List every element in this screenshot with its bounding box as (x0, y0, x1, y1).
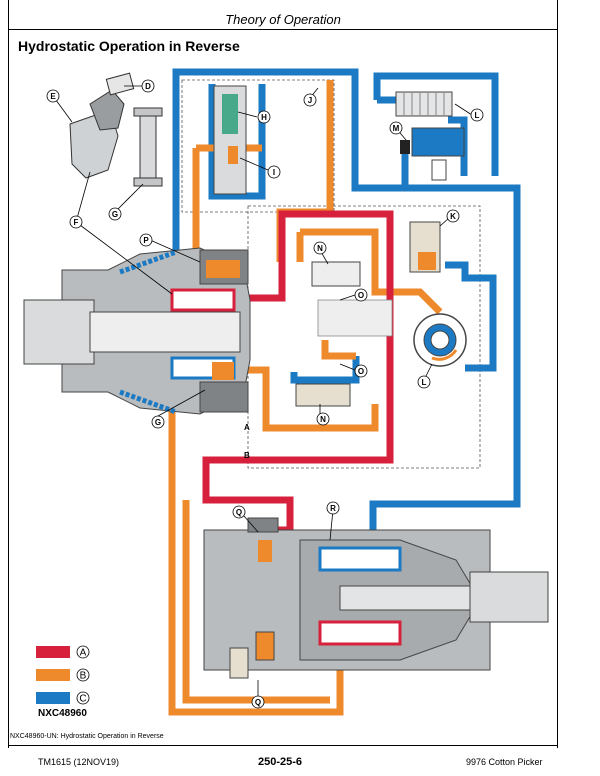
callout-o-top: O (354, 288, 368, 302)
svg-text:L: L (422, 378, 427, 387)
svg-text:N: N (320, 415, 326, 424)
motor-housing (203, 517, 549, 679)
legend-swatch-b (36, 669, 70, 681)
header-rule (8, 29, 558, 30)
svg-text:D: D (145, 82, 151, 91)
footer-machine-name: 9976 Cotton Picker (466, 757, 543, 767)
svg-text:E: E (50, 92, 56, 101)
svg-text:I: I (273, 168, 275, 177)
svg-text:J: J (308, 96, 312, 105)
svg-text:G: G (112, 210, 118, 219)
callouts: D E F G G H I J K L L M N N O O P Q Q R (46, 79, 484, 709)
legend-swatch-a (36, 646, 70, 658)
page-frame (8, 0, 558, 748)
svg-text:G: G (155, 418, 161, 427)
svg-text:L: L (475, 111, 480, 120)
callout-n-bot: N (316, 412, 330, 426)
svg-text:O: O (358, 367, 364, 376)
callout-p: P (139, 233, 153, 247)
valve-bodies (213, 85, 467, 407)
callout-e: E (46, 89, 60, 103)
svg-text:O: O (358, 291, 364, 300)
callout-m: M (389, 121, 403, 135)
line-marker-b: B (244, 451, 250, 460)
exploded-parts (69, 72, 163, 187)
legend-label-c: C (79, 694, 86, 705)
callout-q-bot: Q (251, 695, 265, 709)
footer-page-number: 250-25-6 (258, 756, 303, 768)
svg-text:F: F (74, 218, 79, 227)
callout-g-top: G (108, 207, 122, 221)
callout-r: R (326, 501, 340, 515)
footer-manual-id: TM1615 (12NOV19) (38, 757, 120, 767)
figure-caption: NXC48960-UN: Hydrostatic Operation in Re… (10, 733, 164, 740)
callout-h: H (257, 110, 271, 124)
legend: A B C (36, 645, 90, 705)
callout-g-mid: G (151, 415, 165, 429)
callout-j: J (303, 93, 317, 107)
header-title: Theory of Operation (225, 12, 341, 27)
callout-k: K (446, 209, 460, 223)
svg-text:K: K (450, 212, 456, 221)
line-marker-a: A (244, 423, 250, 432)
svg-text:M: M (393, 124, 400, 133)
legend-label-b: B (80, 671, 87, 682)
callout-n-top: N (313, 241, 327, 255)
svg-text:H: H (261, 113, 267, 122)
callout-l-mid: L (417, 375, 431, 389)
figure-id: NXC48960 (38, 708, 87, 719)
caption-rule (8, 745, 558, 746)
svg-text:Q: Q (236, 508, 242, 517)
svg-text:P: P (143, 236, 149, 245)
svg-text:Q: Q (255, 698, 261, 707)
svg-text:R: R (330, 504, 336, 513)
callout-q-top: Q (232, 505, 246, 519)
section-title: Hydrostatic Operation in Reverse (18, 38, 240, 54)
callout-o-bot: O (354, 364, 368, 378)
callout-f: F (69, 215, 83, 229)
legend-label-a: A (80, 648, 87, 659)
callout-i: I (267, 165, 281, 179)
callout-d: D (141, 79, 155, 93)
legend-swatch-c (36, 692, 70, 704)
pump-housing (23, 247, 251, 415)
svg-text:N: N (317, 244, 323, 253)
callout-l-top: L (470, 108, 484, 122)
filter-assembly (395, 91, 465, 181)
